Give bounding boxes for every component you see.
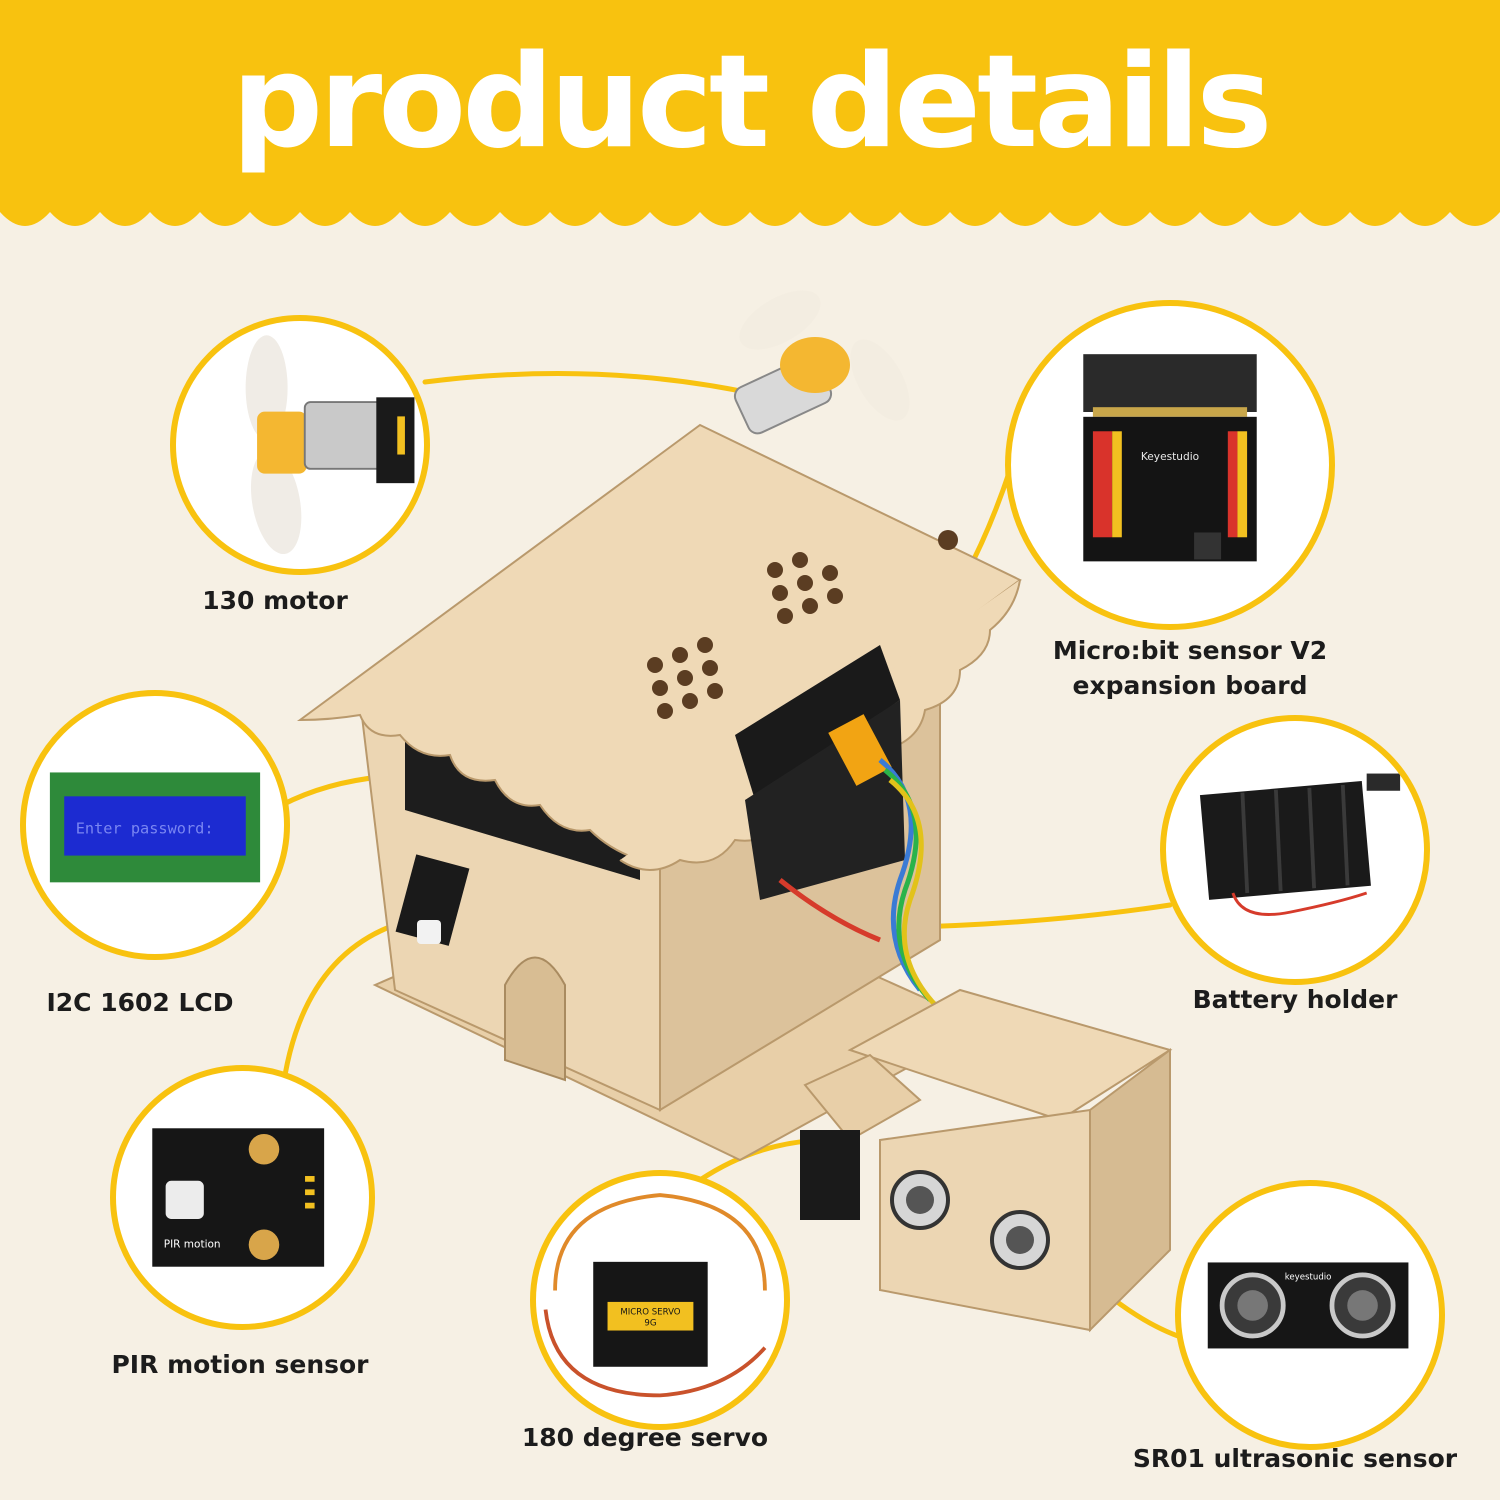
servo-board-text-2: 9G <box>644 1319 656 1329</box>
servo-bubble: MICRO SERVO 9G <box>530 1170 790 1430</box>
pir-sensor-icon: PIR motion <box>152 1128 325 1267</box>
servo-label: 180 degree servo <box>521 1423 769 1452</box>
page-title: product details <box>231 28 1273 177</box>
pir-sensor-label: PIR motion sensor <box>111 1350 369 1379</box>
pir-board-text: PIR motion <box>164 1239 221 1251</box>
battery-holder-label: Battery holder <box>1192 985 1398 1014</box>
header-scallop-shape <box>0 0 1500 226</box>
expansion-board-bubble: Keyestudio <box>1005 300 1335 630</box>
expansion-board-label: Micro:bit sensor V2 expansion board <box>1040 633 1340 703</box>
expansion-board-icon: Keyestudio <box>1083 354 1257 562</box>
motor-bubble <box>170 315 430 575</box>
battery-holder-bubble <box>1160 715 1430 985</box>
pir-sensor-bubble: PIR motion <box>110 1065 375 1330</box>
fan-motor-icon <box>245 335 415 555</box>
servo-board-text-1: MICRO SERVO <box>620 1307 680 1317</box>
battery-holder-icon <box>1199 773 1401 916</box>
servo-icon: MICRO SERVO 9G <box>543 1193 767 1398</box>
lcd-text: Enter password: <box>76 820 214 838</box>
expansion-board-label-line1: Micro:bit sensor V2 <box>1052 636 1328 665</box>
lcd-bubble: Enter password: <box>20 690 290 960</box>
lcd-display-icon: Enter password: <box>49 772 261 883</box>
ultrasonic-sensor-icon: keyestudio <box>1207 1262 1409 1349</box>
ultrasonic-sensor-label: SR01 ultrasonic sensor <box>1132 1444 1458 1473</box>
board-brand-text: Keyestudio <box>1141 451 1199 463</box>
lcd-label: I2C 1602 LCD <box>46 988 234 1017</box>
ultrasonic-board-text: keyestudio <box>1285 1273 1332 1283</box>
motor-label: 130 motor <box>202 586 348 615</box>
ultrasonic-sensor-bubble: keyestudio <box>1175 1180 1445 1450</box>
expansion-board-label-line2: expansion board <box>1072 671 1308 700</box>
header-banner <box>0 0 1500 226</box>
